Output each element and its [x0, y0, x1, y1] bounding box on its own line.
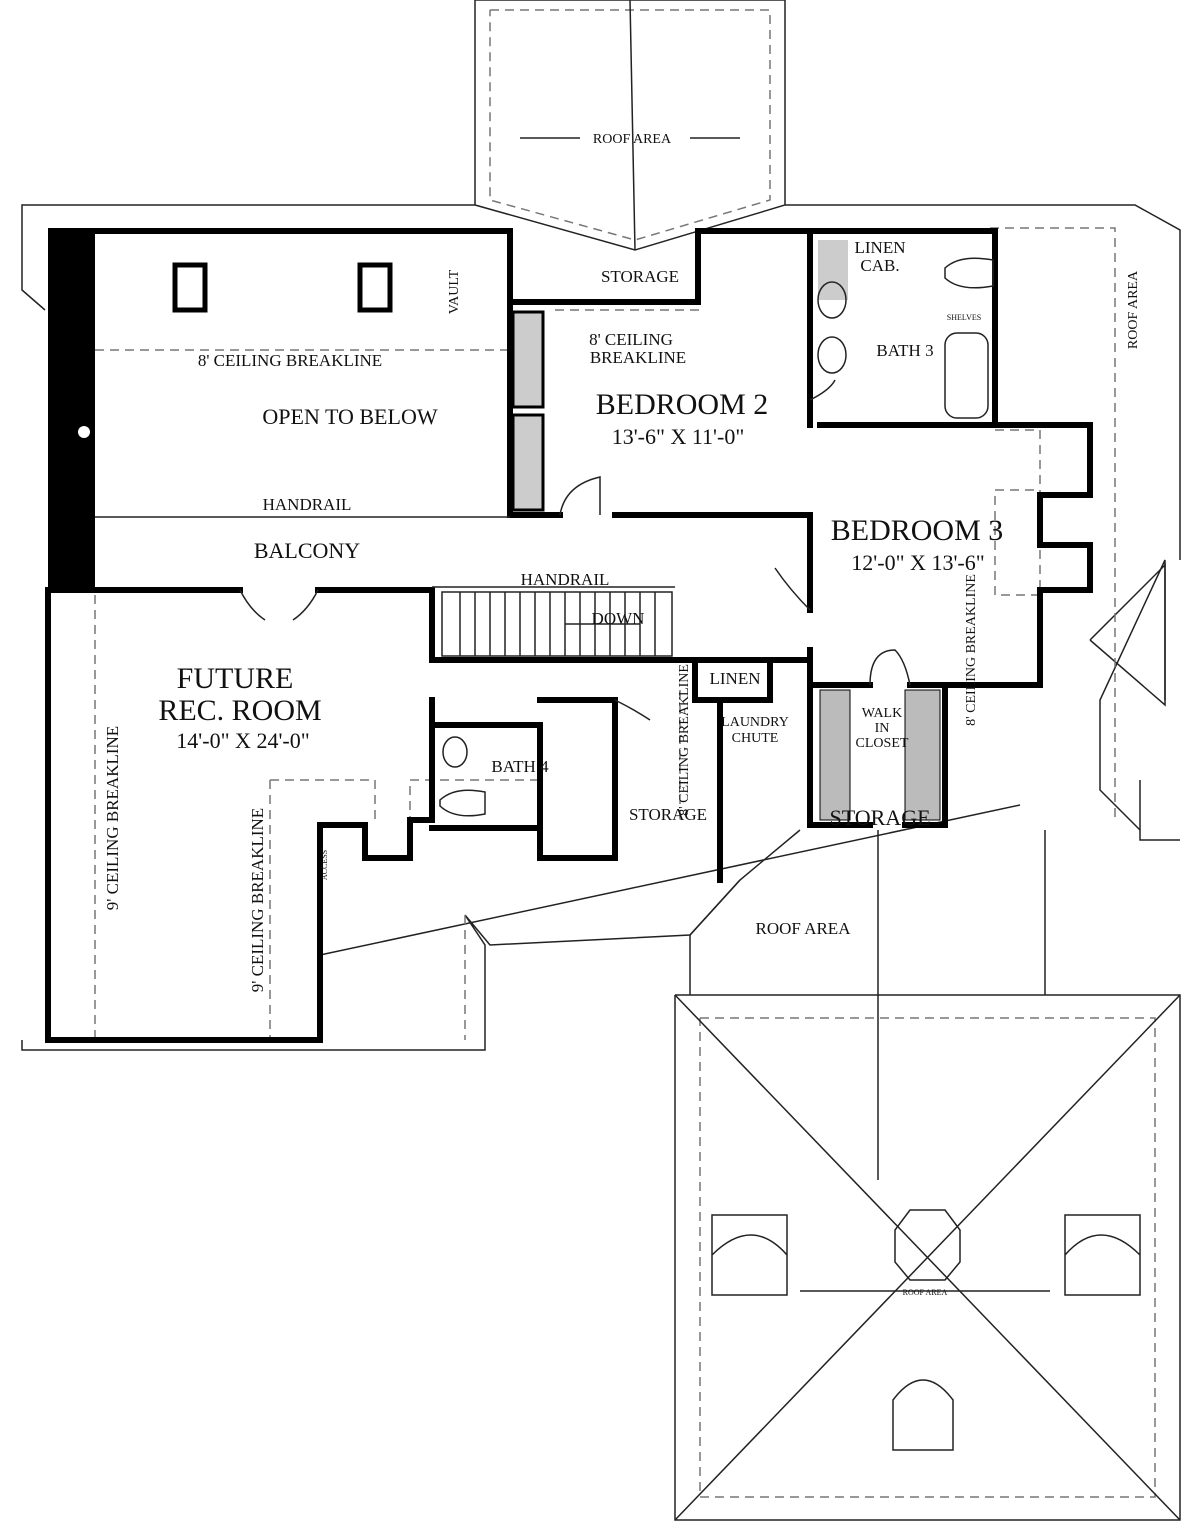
bath4-breakline-label: 8' CEILING BREAKLINE [677, 664, 692, 816]
walk-in-closet-label-3: CLOSET [856, 736, 909, 751]
storage-top-label: STORAGE [601, 267, 679, 286]
handrail-label: HANDRAIL [263, 495, 352, 514]
lower-roof [674, 830, 1181, 1521]
bath3-label: BATH 3 [876, 341, 933, 360]
linen-cab-label: LINEN [855, 238, 906, 257]
doors [239, 379, 911, 721]
bedroom3-name: BEDROOM 3 [831, 514, 1004, 547]
roof-area-label-right: ROOF AREA [1126, 270, 1141, 349]
walk-in-closet-label: WALK [862, 706, 902, 721]
bed3-breakline-label: 8' CEILING BREAKLINE [964, 574, 979, 726]
top-roof [474, 0, 786, 251]
handrail-label-2: HANDRAIL [521, 570, 610, 589]
storage-mid-label: STORAGE [629, 805, 707, 824]
walls [45, 228, 1093, 1043]
roof-area-label-lower: ROOF AREA [756, 919, 852, 938]
future-rec-room-name-2: REC. ROOM [158, 694, 321, 727]
stairs [441, 591, 673, 657]
ceiling9-breakline-label: 9' CEILING BREAKLINE [103, 726, 122, 910]
open-to-below-label: OPEN TO BELOW [262, 404, 437, 429]
storage-right-label: STORAGE [829, 805, 930, 830]
linen-cab-label-2: CAB. [860, 256, 899, 275]
walk-in-closet-label-2: IN [875, 721, 890, 736]
bedroom2-size: 13'-6" X 11'-0" [612, 424, 745, 449]
bed2-breakline-label-2: BREAKLINE [590, 348, 686, 367]
bedroom3-size: 12'-0" X 13'-6" [851, 550, 984, 575]
roof-area-label-small: ROOF AREA [903, 1288, 948, 1297]
ceiling-breakline-top-label: 8' CEILING BREAKLINE [198, 351, 382, 370]
bed2-breakline-label: 8' CEILING [589, 330, 673, 349]
ceiling9-breakline-label-2: 9' CEILING BREAKLINE [248, 808, 267, 992]
linen-label: LINEN [710, 669, 761, 688]
balcony-label: BALCONY [254, 538, 360, 563]
breaklines [94, 309, 1041, 1040]
down-label: DOWN [592, 609, 645, 628]
bedroom2-name: BEDROOM 2 [596, 388, 769, 421]
laundry-chute-label-2: CHUTE [732, 731, 779, 746]
future-rec-room-name: FUTURE [177, 662, 294, 695]
chimney-wall [48, 228, 95, 590]
future-rec-room-size: 14'-0" X 24'-0" [176, 728, 309, 753]
shelves-label: SHELVES [947, 313, 981, 322]
roof-area-label-top: ROOF AREA [593, 132, 672, 147]
access-label: ACCESS [320, 850, 329, 880]
laundry-chute-label: LAUNDRY [721, 715, 789, 730]
labels: ROOF AREA STORAGE LINEN CAB. SHELVES BAT… [103, 132, 1141, 1297]
bath4-label: BATH 4 [491, 757, 549, 776]
vault-label: VAULT [447, 269, 462, 314]
